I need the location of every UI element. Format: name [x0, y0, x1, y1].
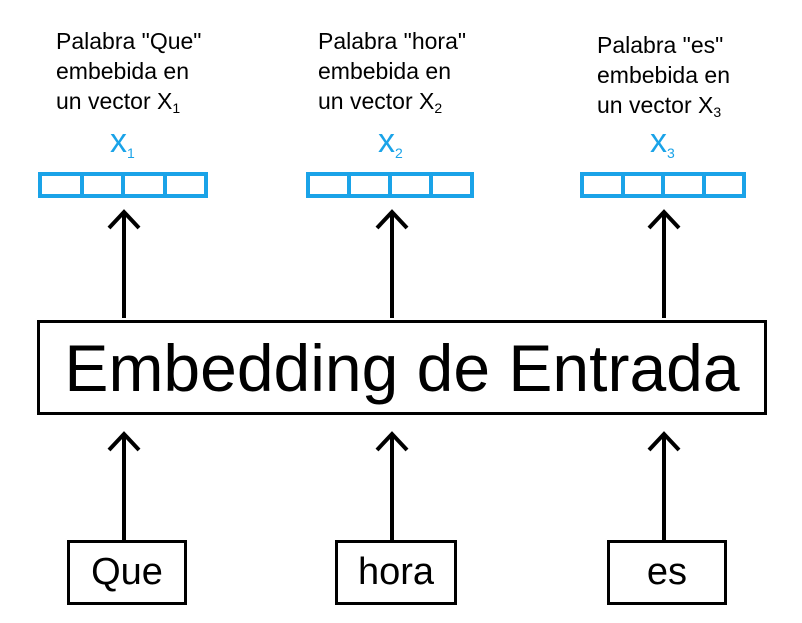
embedding-box-label: Embedding de Entrada — [64, 330, 740, 405]
arrowhead-lower-2 — [375, 431, 409, 452]
word-box-es: es — [607, 540, 727, 605]
word-label: es — [646, 551, 688, 593]
caption-line: Palabra "hora" — [318, 28, 467, 54]
vector-label-subscript: 2 — [395, 145, 403, 161]
caption-line: Palabra "Que" — [56, 28, 202, 54]
caption-line: embebida en — [56, 58, 189, 84]
vector-label-x2: x2 — [378, 122, 403, 161]
arrowhead-lower-1 — [107, 431, 141, 452]
caption-que: Palabra "Que" embebida en un vector X1 — [56, 26, 201, 123]
arrowhead-lower-3 — [647, 431, 681, 452]
arrowhead-up-2 — [375, 209, 409, 230]
arrowhead-up-3 — [647, 209, 681, 230]
vector-x1 — [38, 172, 208, 198]
vector-cell — [584, 176, 625, 194]
vector-cell — [665, 176, 706, 194]
word-box-hora: hora — [335, 540, 457, 605]
word-box-que: Que — [67, 540, 187, 605]
vector-cell — [351, 176, 392, 194]
caption-subscript: 1 — [172, 100, 181, 116]
caption-hora: Palabra "hora" embebida en un vector X2 — [318, 26, 466, 123]
vector-cell — [310, 176, 351, 194]
vector-label-subscript: 3 — [667, 145, 675, 161]
vector-label-subscript: 1 — [127, 145, 135, 161]
word-label: Que — [91, 551, 163, 593]
vector-cell — [42, 176, 84, 194]
vector-x2 — [306, 172, 474, 198]
caption-line: un vector X — [318, 88, 435, 114]
arrowhead-up-1 — [107, 209, 141, 230]
vector-label-x3: x3 — [650, 122, 675, 161]
vector-x3 — [580, 172, 746, 198]
caption-line: Palabra "es" — [597, 32, 724, 58]
vector-cell — [84, 176, 125, 194]
vector-label-text: x — [378, 122, 395, 160]
vector-label-text: x — [110, 122, 127, 160]
caption-subscript: 2 — [434, 100, 443, 116]
caption-subscript: 3 — [713, 104, 722, 120]
vector-label-x1: x1 — [110, 122, 135, 161]
vector-cell — [625, 176, 665, 194]
caption-line: un vector X — [56, 88, 173, 114]
vector-label-text: x — [650, 122, 667, 160]
embedding-box: Embedding de Entrada — [37, 320, 767, 415]
caption-es: Palabra "es" embebida en un vector X3 — [597, 30, 730, 127]
vector-cell — [392, 176, 433, 194]
caption-line: un vector X — [597, 92, 714, 118]
caption-line: embebida en — [597, 62, 730, 88]
caption-line: embebida en — [318, 58, 451, 84]
word-label: hora — [357, 551, 435, 593]
vector-cell — [125, 176, 167, 194]
